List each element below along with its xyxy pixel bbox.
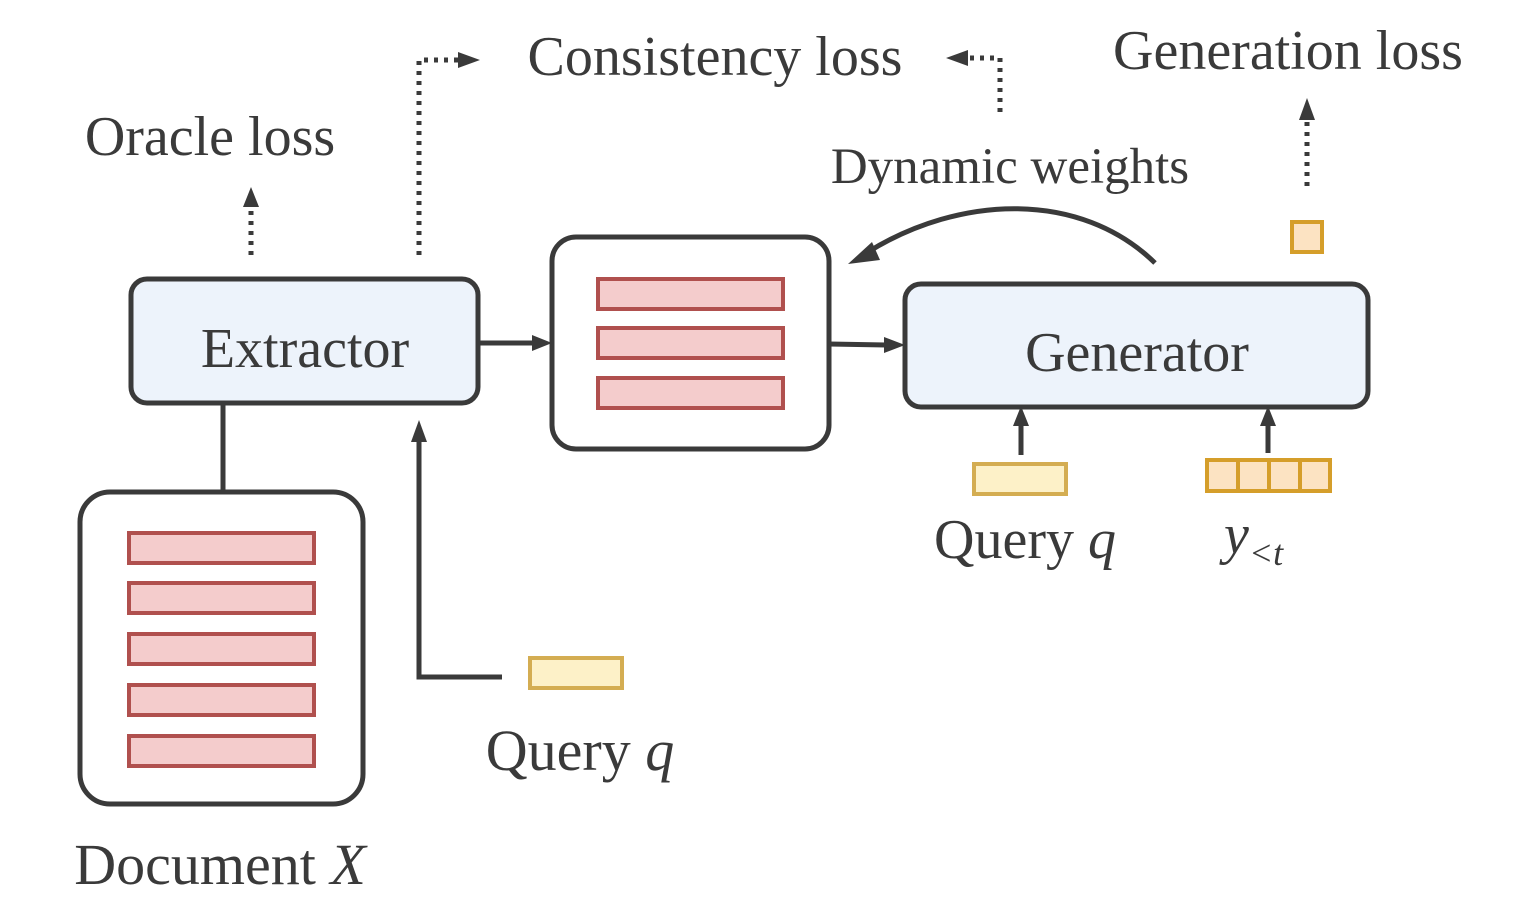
generation-loss-label: Generation loss <box>1113 20 1463 82</box>
extractor-label: Extractor <box>201 318 410 380</box>
token-cell <box>1267 458 1302 493</box>
selected-sentence-bar <box>596 376 785 410</box>
document-sentence-bar <box>127 581 316 615</box>
token-cell <box>1205 458 1240 493</box>
selected-sentence-bar <box>596 326 785 360</box>
document-sentence-bar <box>127 683 316 717</box>
document-sentence-bar <box>127 734 316 768</box>
selected-sentence-bar <box>596 277 785 311</box>
generation-loss-arrow <box>1299 98 1315 186</box>
token-cell <box>1298 458 1332 493</box>
extractor-query-label: Query q <box>486 718 674 783</box>
token-cell <box>1236 458 1271 493</box>
previous-tokens-vector <box>1205 458 1332 493</box>
generator-label: Generator <box>1025 322 1249 384</box>
generator-query-label: Query q <box>934 509 1116 571</box>
previous-tokens-label: y<t <box>1219 504 1284 573</box>
extractor-to-selection-arrow <box>478 335 552 351</box>
oracle-loss-label: Oracle loss <box>85 106 335 168</box>
oracle-loss-arrow <box>243 187 259 255</box>
extractor-query-arrow <box>411 420 502 680</box>
dynamic-weights-label: Dynamic weights <box>831 139 1189 195</box>
dynamic-weights-arrow <box>848 206 1157 265</box>
generator-module <box>902 281 1371 410</box>
consistency-loss-arrow-right <box>946 50 1003 112</box>
generator-tokens-arrow <box>1260 406 1276 453</box>
document-sentence-bar <box>127 632 316 666</box>
document-label: Document X <box>74 832 368 897</box>
output-token-icon <box>1290 220 1324 254</box>
generator-query-arrow <box>1013 406 1029 455</box>
selection-to-generator-arrow <box>828 337 905 353</box>
document-sentence-bar <box>127 531 316 565</box>
consistency-loss-arrow-left <box>416 52 480 255</box>
extractor-query-vector <box>528 656 624 690</box>
generator-query-vector <box>972 462 1068 496</box>
consistency-loss-label: Consistency loss <box>528 26 903 88</box>
